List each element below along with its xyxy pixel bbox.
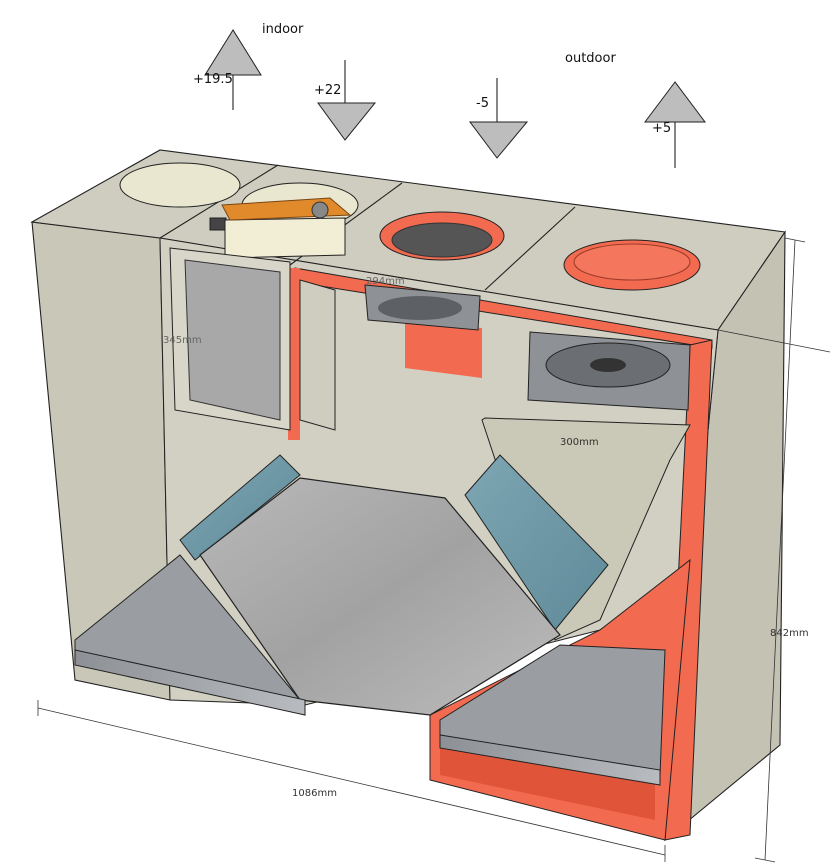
insulation-right (464, 454, 609, 631)
dim-fan: 294mm (366, 276, 405, 287)
arrow-down-outdoor (469, 121, 529, 159)
fan-lower (527, 331, 691, 411)
arrow-up-indoor (204, 29, 262, 76)
damper-actuator (209, 197, 352, 259)
label-temp-indoor-out: +19.5 (193, 72, 233, 87)
arrow-up-outdoor (644, 81, 706, 123)
accent-left-strip (288, 268, 300, 440)
dim-height: 842mm (770, 628, 809, 639)
duct-box (481, 417, 691, 641)
flow-arrows (204, 29, 706, 168)
duct-openings (119, 162, 701, 291)
label-temp-outdoor-out: +5 (652, 121, 671, 136)
dim-duct: 300mm (560, 437, 599, 448)
dimension-lines (37, 237, 830, 863)
plenum-right (439, 644, 666, 776)
fan-upper (364, 284, 481, 331)
label-temp-outdoor-in: -5 (476, 96, 489, 111)
heat-exchanger (179, 454, 609, 716)
bottom-plenums (74, 554, 666, 786)
label-outdoor: outdoor (565, 51, 616, 66)
duct-opening-1 (119, 162, 241, 208)
label-indoor: indoor (262, 22, 304, 37)
accent-panel-mid (405, 320, 482, 378)
filter-box (169, 247, 336, 431)
dim-filter: 345mm (163, 335, 202, 346)
arrow-down-indoor (317, 102, 377, 141)
insulation-left (179, 454, 301, 561)
dim-width: 1086mm (292, 788, 337, 799)
label-temp-indoor-in: +22 (314, 83, 341, 98)
